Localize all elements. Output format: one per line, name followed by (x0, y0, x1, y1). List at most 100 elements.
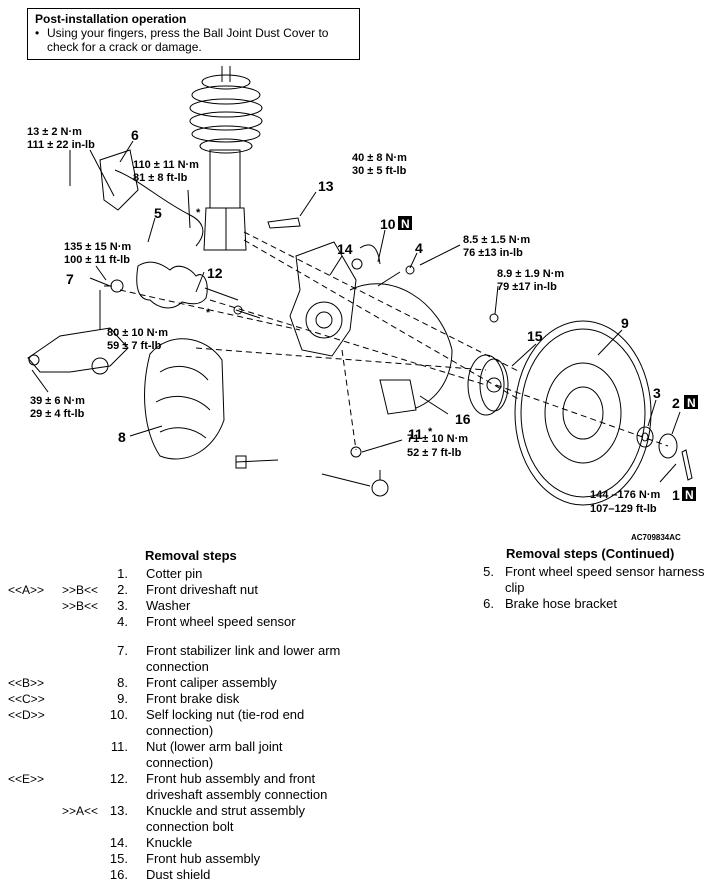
step-text: Front stabilizer link and lower arm (146, 643, 341, 658)
step-text: Front wheel speed sensor harness (505, 564, 705, 579)
part-number-16: 16 (455, 411, 471, 427)
torque-1-imperial: 107–129 ft-lb (590, 503, 657, 515)
removal-steps-continued: Removal steps (Continued) 5. Front wheel … (476, 546, 715, 626)
torque-bolt-metric: 8.9 ± 1.9 N·m (497, 268, 564, 280)
torque-13-imperial: 59 ± 7 ft-lb (107, 340, 162, 352)
caliper-drawing (144, 338, 225, 460)
torque-5-imperial: 81 ± 8 ft-lb (133, 172, 188, 184)
torque-1-metric: 144 –176 N·m (590, 489, 661, 501)
hub-drawing (467, 354, 509, 416)
note-bullet-text: Using your fingers, press the Ball Joint… (47, 26, 329, 54)
new-part-mark-2: N (684, 395, 698, 410)
step-text: Knuckle and strut assembly (146, 803, 305, 818)
removal-mark: >>A<< (62, 804, 99, 818)
part-number-8: 8 (118, 429, 126, 445)
star-mark-strut: * (196, 207, 201, 219)
torque-lower-arm-metric: 39 ± 6 N·m (30, 395, 85, 407)
part-number-5: 5 (154, 205, 162, 221)
step-number: 5. (483, 564, 494, 579)
part-number-1: 1 (672, 487, 680, 503)
step-text-continued: connection) (146, 755, 214, 770)
washer-nut-drawing (636, 426, 693, 481)
torque-11-metric: 71 ± 10 N·m (407, 433, 468, 445)
part-number-14: 14 (337, 241, 353, 257)
torque-5-metric: 110 ± 11 N·m (133, 159, 199, 171)
part-number-12: 12 (207, 265, 223, 281)
install-mark: <<E>> (8, 772, 45, 786)
lower-arm-drawing (27, 327, 129, 375)
install-mark: <<C>> (8, 692, 45, 706)
part-number-9: 9 (621, 315, 629, 331)
svg-text:N: N (685, 488, 694, 502)
step-text-continued: connection) (146, 723, 214, 738)
install-mark: <<B>> (8, 676, 45, 690)
torque-bolt-imperial: 79 ±17 in-lb (497, 281, 557, 293)
post-installation-note: Post-installation operation • Using your… (27, 8, 360, 60)
torque-6-imperial: 111 ± 22 in-lb (27, 139, 95, 151)
step-text: Front hub assembly (146, 851, 261, 866)
driveshaft-drawing (136, 261, 239, 309)
step-text: Front caliper assembly (146, 675, 277, 690)
step-number: 6. (483, 596, 494, 611)
step-text-continued: clip (505, 580, 525, 595)
torque-10-metric: 40 ± 8 N·m (352, 152, 407, 164)
part-number-7: 7 (66, 271, 74, 287)
torque-4-metric: 8.5 ± 1.5 N·m (463, 234, 530, 246)
removal-mark: >>B<< (62, 599, 99, 613)
torque-13-metric: 80 ± 10 N·m (107, 327, 168, 339)
note-bullet: • Using your fingers, press the Ball Joi… (35, 26, 352, 54)
callout-leader-lines (31, 140, 681, 483)
step-number: 3. (117, 598, 128, 613)
torque-7-imperial: 100 ± 11 ft-lb (64, 254, 130, 266)
step-text: Washer (146, 598, 191, 613)
star-mark-bolt: * (206, 307, 211, 319)
part-number-11: 11 (408, 426, 423, 442)
figure-id: AC709834AC (631, 533, 681, 542)
dust-shield-drawing (349, 283, 453, 415)
step-number: 1. (117, 566, 128, 581)
step-number: 8. (117, 675, 128, 690)
step-number: 14. (109, 835, 128, 850)
step-text: Self locking nut (tie-rod end (146, 707, 305, 722)
part-number-2: 2 (672, 395, 680, 411)
exploded-suspension-diagram: 13 ± 2 N·m 111 ± 22 in-lb 110 ± 11 N·m 8… (27, 66, 698, 542)
note-title: Post-installation operation (35, 12, 187, 26)
step-text: Dust shield (146, 867, 211, 882)
part-number-15: 15 (527, 328, 543, 344)
install-mark: <<A>> (8, 583, 45, 597)
torque-11-imperial: 52 ± 7 ft-lb (407, 447, 462, 459)
new-part-mark-10: N (398, 216, 412, 231)
step-text: Brake hose bracket (505, 596, 618, 611)
step-number: 4. (117, 614, 128, 629)
bullet-dot: • (35, 26, 40, 40)
step-number: 11. (110, 739, 128, 754)
part-11-star: * (428, 426, 433, 438)
step-number: 15. (109, 851, 128, 866)
part-number-4: 4 (415, 240, 423, 256)
torque-4-imperial: 76 ±13 in-lb (463, 247, 523, 259)
step-number: 12. (109, 771, 128, 786)
svg-text:N: N (687, 396, 696, 410)
step-text-continued: connection (146, 659, 209, 674)
torque-6-metric: 13 ± 2 N·m (27, 126, 82, 138)
removal-steps: Removal steps 1.Cotter pin<<A>>>>B<<2.Fr… (0, 548, 380, 888)
brake-hose-bracket-drawing (99, 149, 204, 247)
new-part-mark-1: N (682, 487, 696, 502)
strut-assembly-drawing (189, 66, 263, 251)
step-text-continued: driveshaft assembly connection (146, 787, 328, 802)
bolts-drawing (233, 217, 499, 497)
step-text: Nut (lower arm ball joint (146, 739, 283, 754)
step-text: Front hub assembly and front (146, 771, 316, 786)
svg-text:N: N (401, 217, 410, 231)
step-text: Cotter pin (146, 566, 203, 581)
step-text: Knuckle (146, 835, 193, 850)
step-number: 13. (109, 803, 128, 818)
assembly-guide-lines (119, 231, 669, 451)
install-mark: <<D>> (8, 708, 45, 722)
removal-steps-header: Removal steps (145, 548, 237, 563)
part-number-10: 10 (380, 216, 396, 232)
step-number: 10. (109, 707, 128, 722)
step-number: 7. (117, 643, 128, 658)
removal-steps-continued-header: Removal steps (Continued) (506, 546, 675, 561)
step-text-continued: connection bolt (146, 819, 234, 834)
